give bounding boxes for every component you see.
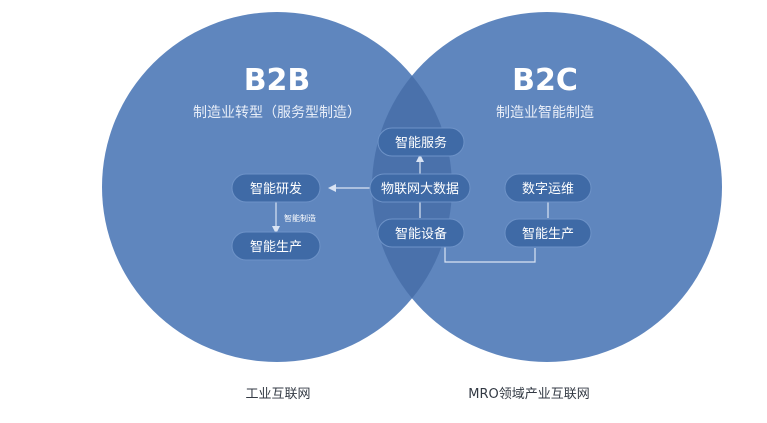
arrowhead-down <box>272 226 280 234</box>
left-footer: 工业互联网 <box>245 387 310 402</box>
right-node-bottom <box>504 218 592 248</box>
right-node-top-label: 数字运维 <box>522 182 574 197</box>
center-node-middle-label: 物联网大数据 <box>381 182 459 197</box>
center-node-top-label: 智能服务 <box>395 135 447 151</box>
left-node-bottom <box>231 231 321 261</box>
right-title: B2C <box>512 63 578 98</box>
arrowhead-left <box>328 184 336 192</box>
left-title: B2B <box>244 63 311 98</box>
right-subtitle: 制造业智能制造 <box>496 105 594 121</box>
left-node-top <box>231 173 321 203</box>
center-node-bottom <box>377 218 465 248</box>
center-node-top <box>377 127 465 157</box>
center-node-middle <box>369 173 471 203</box>
left-arrow-label: 智能制造 <box>284 213 316 223</box>
left-node-bottom-label: 智能生产 <box>250 240 302 255</box>
right-node-bottom-label: 智能生产 <box>522 227 574 242</box>
right-node-top <box>504 173 592 203</box>
arrowhead-up <box>416 154 424 162</box>
center-node-bottom-label: 智能设备 <box>395 226 447 242</box>
left-subtitle: 制造业转型（服务型制造） <box>193 105 361 121</box>
right-footer: MRO领域产业互联网 <box>468 387 589 402</box>
left-node-top-label: 智能研发 <box>250 181 302 197</box>
